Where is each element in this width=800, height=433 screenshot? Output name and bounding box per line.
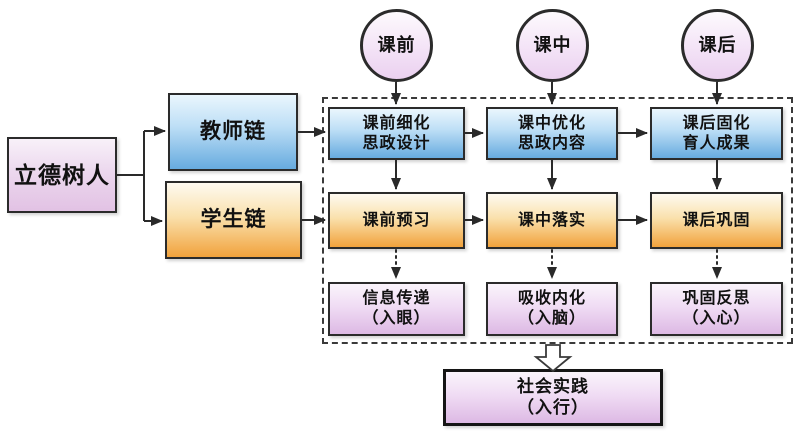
outcome-heart-node: 巩固反思 （入心） [650,282,783,336]
phase-circle-in-class: 课中 [516,9,589,82]
phase-label: 课中 [533,34,572,55]
outcome-brain-node: 吸收内化 （入脑） [486,282,618,336]
node-label-line: （入脑） [517,310,586,327]
node-label-line: 吸收内化 [517,290,586,308]
student-chain-label: 学生链 [200,208,267,232]
node-label-line: 课后巩固 [682,211,751,229]
student-action-during-node: 课中落实 [486,192,618,249]
phase-label: 课后 [698,34,737,55]
teacher-chain-node: 教师链 [168,93,298,171]
student-chain-node: 学生链 [165,181,302,259]
teacher-chain-label: 教师链 [200,120,266,144]
node-label-line: 思政设计 [362,134,431,152]
node-label-line: 育人成果 [682,134,751,152]
node-label-line: 社会实践 [517,376,589,396]
outcome-eyes-node: 信息传递 （入眼） [328,282,465,336]
teacher-action-after-node: 课后固化 育人成果 [650,107,783,160]
teacher-action-before-node: 课前细化 思政设计 [328,107,465,160]
phase-label: 课前 [377,34,416,55]
student-action-before-node: 课前预习 [328,192,465,249]
root-node-lidushuren: 立德树人 [7,137,117,213]
social-practice-node: 社会实践 （入行） [443,369,663,426]
student-action-after-node: 课后巩固 [650,192,783,249]
node-label-line: 课后固化 [682,114,751,132]
node-label-line: 课中落实 [517,211,586,229]
phase-circle-before-class: 课前 [360,9,433,82]
node-label-line: 课前细化 [362,114,431,132]
phase-circle-after-class: 课后 [681,9,754,82]
teacher-action-during-node: 课中优化 思政内容 [486,107,618,160]
node-label-line: 巩固反思 [682,290,751,308]
node-label-line: （入行） [517,397,589,417]
node-label-line: （入心） [682,310,751,327]
node-label-line: 思政内容 [517,134,586,152]
node-label-line: 信息传递 [362,290,431,308]
node-label-line: 课中优化 [517,114,586,132]
node-label-line: （入眼） [362,310,431,327]
block-down-arrow [533,344,573,373]
root-node-label: 立德树人 [14,161,110,188]
node-label-line: 课前预习 [362,211,431,229]
